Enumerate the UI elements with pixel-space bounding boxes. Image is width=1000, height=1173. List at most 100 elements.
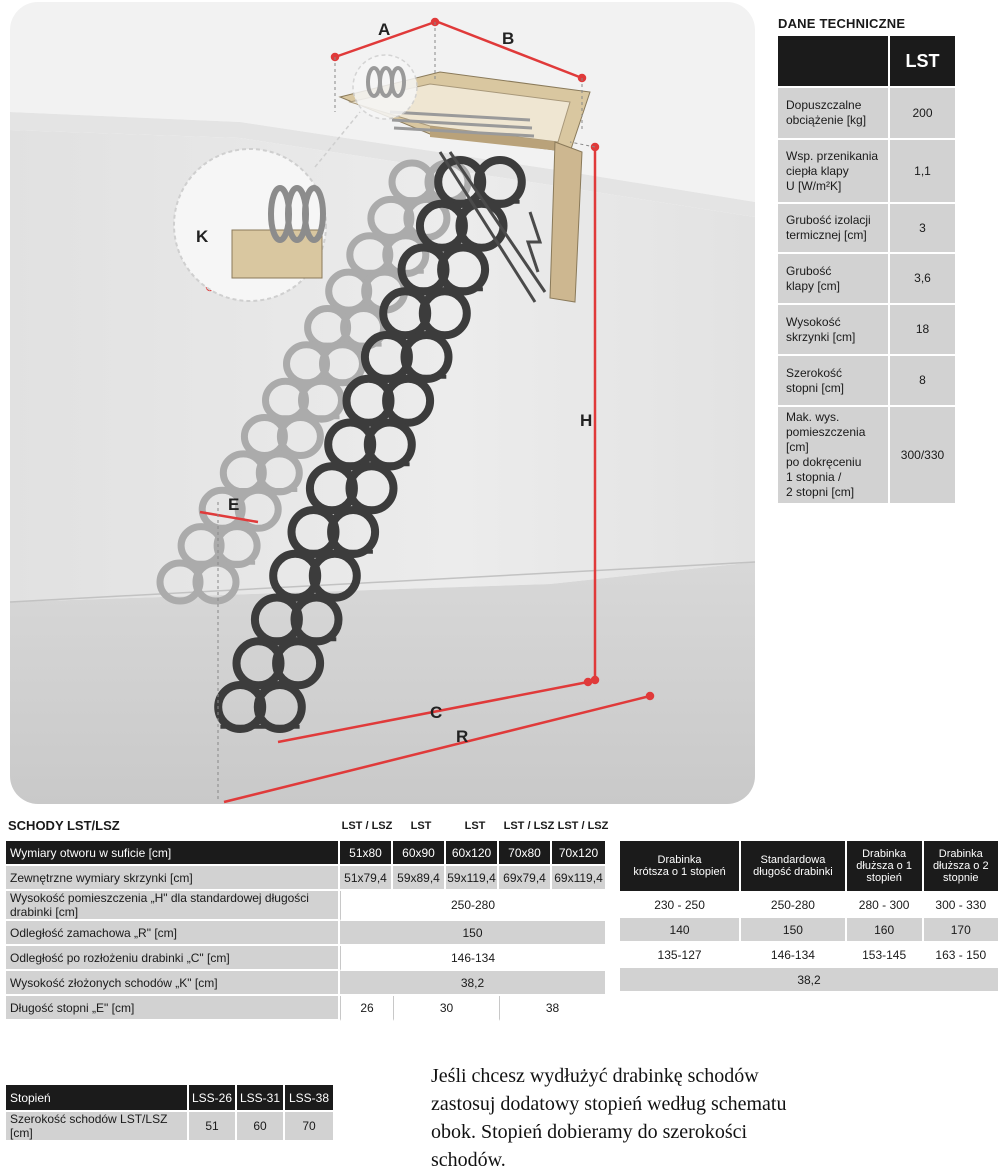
span-cell: 30 xyxy=(393,996,499,1021)
label-c: C xyxy=(430,703,442,722)
step-header-value: LSS-26 xyxy=(189,1085,237,1110)
dimension-line-a xyxy=(334,20,436,59)
tech-row-value: 300/330 xyxy=(890,405,955,503)
cell: 230 - 250 xyxy=(620,891,742,916)
tech-header-blank xyxy=(778,36,890,86)
step-table: Stopień LSS-26 LSS-31 LSS-38 Szerokość s… xyxy=(6,1085,333,1140)
label-a: A xyxy=(378,20,390,39)
tech-row-value: 18 xyxy=(890,303,955,354)
tech-row-label: Mak. wys.pomieszczenia [cm]po dokręceniu… xyxy=(778,405,890,503)
cell: 280 - 300 xyxy=(846,891,924,916)
label-h: H xyxy=(580,411,592,430)
main-table-title: SCHODY LST/LSZ xyxy=(8,818,120,833)
cell: 51x79,4 xyxy=(340,866,393,891)
cell: 59x119,4 xyxy=(446,866,499,891)
cell: 150 xyxy=(741,916,847,941)
note-line: Jeśli chcesz wydłużyć drabinkę schodów xyxy=(431,1065,759,1087)
cell: 140 xyxy=(620,916,742,941)
row-label: Zewnętrzne wymiary skrzynki [cm] xyxy=(6,866,340,891)
variant-label: LST / LSZ xyxy=(341,820,393,832)
cell: 300 - 330 xyxy=(923,891,998,916)
step-header-value: LSS-31 xyxy=(237,1085,285,1110)
cell: 250-280 xyxy=(741,891,847,916)
cell: 69x119,4 xyxy=(552,866,605,891)
span-cell: 146-134 xyxy=(340,946,605,971)
table-row: 230 - 250 250-280 280 - 300 300 - 330 xyxy=(620,891,998,916)
variant-label: LST / LSZ xyxy=(503,820,555,832)
row-label: Odległość zamachowa „R" [cm] xyxy=(6,921,340,946)
table-row: 38,2 xyxy=(620,966,998,991)
step-row-value: 70 xyxy=(285,1110,333,1140)
label-b: B xyxy=(502,29,514,48)
span-cell: 38,2 xyxy=(340,971,605,996)
table-row: Wysokość pomieszczenia „H" dla standardo… xyxy=(6,891,605,921)
cell: 153-145 xyxy=(846,941,924,966)
cell: 60x90 xyxy=(393,841,446,866)
table-row: Odległość zamachowa „R" [cm] 150 xyxy=(6,921,605,946)
row-label: Wymiary otworu w suficie [cm] xyxy=(6,841,340,866)
row-label: Długość stopni „E" [cm] xyxy=(6,996,340,1021)
main-spec-table: Wymiary otworu w suficie [cm] 51x80 60x9… xyxy=(6,841,605,1021)
label-e: E xyxy=(228,495,239,514)
tech-row-value: 3,6 xyxy=(890,252,955,303)
step-row-value: 60 xyxy=(237,1110,285,1140)
cell: 163 - 150 xyxy=(923,941,998,966)
span-cell: 38,2 xyxy=(620,966,998,991)
cell: 60x120 xyxy=(446,841,499,866)
row-label: Wysokość pomieszczenia „H" dla standardo… xyxy=(6,891,340,921)
label-r: R xyxy=(456,727,468,746)
table-row: 135-127 146-134 153-145 163 - 150 xyxy=(620,941,998,966)
step-row-label: Szerokość schodów LST/LSZ [cm] xyxy=(6,1110,189,1140)
cell: 135-127 xyxy=(620,941,742,966)
span-cell: 250-280 xyxy=(340,891,605,921)
span-cell: 150 xyxy=(340,921,605,946)
cell: 70x80 xyxy=(499,841,552,866)
dimension-line-e xyxy=(199,510,259,524)
cell: 170 xyxy=(923,916,998,941)
variant-label: LST / LSZ xyxy=(557,820,609,832)
tech-header-lst: LST xyxy=(890,36,955,86)
hatch-spring-mechanism xyxy=(438,151,547,303)
ladder-dark-variant xyxy=(214,156,526,733)
table-row: 140 150 160 170 xyxy=(620,916,998,941)
note-line: obok. Stopień dobieramy do szerokości xyxy=(431,1121,748,1143)
variant-label: LST xyxy=(410,820,432,832)
dimension-line-c xyxy=(277,680,589,744)
ladder-illustration: A B K H E C R xyxy=(10,2,755,804)
label-k: K xyxy=(196,227,209,246)
table-row: Stopień LSS-26 LSS-31 LSS-38 xyxy=(6,1085,333,1110)
technical-data-title: DANE TECHNICZNE xyxy=(778,16,906,31)
note-line: zastosuj dodatowy stopień według schemat… xyxy=(431,1093,787,1115)
table-row: Długość stopni „E" [cm] 26 30 38 xyxy=(6,996,605,1021)
step-row-value: 51 xyxy=(189,1110,237,1140)
tech-row-value: 3 xyxy=(890,202,955,252)
tech-row-value: 1,1 xyxy=(890,138,955,202)
table-row: Wysokość złożonych schodów „K" [cm] 38,2 xyxy=(6,971,605,996)
span-cell: 38 xyxy=(499,996,605,1021)
cell: 70x120 xyxy=(552,841,605,866)
dimension-line-b xyxy=(437,20,583,80)
span-cell: 26 xyxy=(340,996,393,1021)
detail-zoom-circle xyxy=(173,148,327,302)
table-row: Szerokość schodów LST/LSZ [cm] 51 60 70 xyxy=(6,1110,333,1140)
cell: 69x79,4 xyxy=(499,866,552,891)
extension-note: Jeśli chcesz wydłużyć drabinkę schodów z… xyxy=(431,1062,871,1173)
cell: 59x89,4 xyxy=(393,866,446,891)
